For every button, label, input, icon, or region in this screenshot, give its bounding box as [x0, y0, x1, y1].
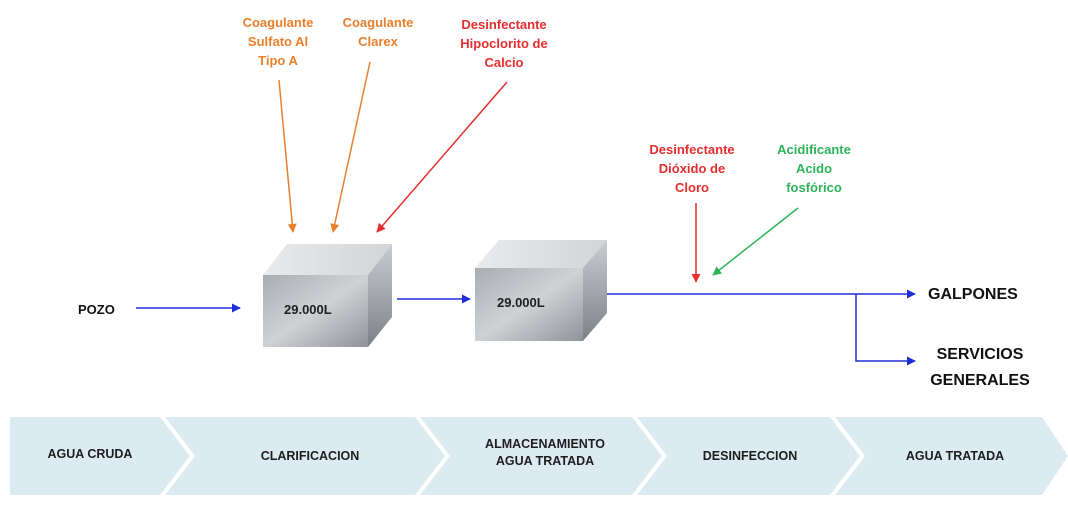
label-pozo: POZO: [78, 302, 115, 317]
stage-chevron-2: [165, 417, 445, 495]
stage-chevron-1: [10, 417, 190, 495]
stage-chevrons: [10, 417, 1068, 495]
flow-to-servicios: [855, 294, 916, 366]
stage-label-agua-cruda: AGUA CRUDA: [47, 447, 133, 461]
stage-chevron-3: [420, 417, 662, 495]
stage-chevron-5: [835, 417, 1068, 495]
label-desinfectante-dioxido: Desinfectante Dióxido de Cloro: [649, 142, 735, 195]
label-desinfectante-hipoclorito: Desinfectante Hipoclorito de Calcio: [460, 17, 548, 70]
tank-1-capacity: 29.000L: [284, 302, 332, 317]
label-coagulante-sulfato: Coagulante Sulfato Al Tipo A: [242, 15, 314, 68]
arrow-hipoclorito: [376, 81, 508, 233]
arrow-coag-clarex: [330, 61, 371, 233]
label-coagulante-clarex: Coagulante Clarex: [342, 15, 414, 49]
label-servicios-generales: SERVICIOS GENERALES: [930, 346, 1030, 389]
arrow-coag-sulfato: [278, 79, 297, 233]
tank-1-cube: [263, 244, 392, 347]
tank-2-cube: [475, 240, 607, 341]
tank-2-capacity: 29.000L: [497, 295, 545, 310]
arrow-acidificante: [712, 207, 799, 276]
stage-label-agua-tratada: AGUA TRATADA: [905, 449, 1005, 463]
stage-label-almacenamiento: ALMACENAMIENTO AGUA TRATADA: [485, 437, 605, 468]
stage-label-clarificacion: CLARIFICACION: [260, 449, 360, 463]
stage-label-desinfeccion: DESINFECCION: [702, 449, 798, 463]
stage-chevron-4: [637, 417, 860, 495]
label-galpones: GALPONES: [928, 286, 1018, 303]
label-acidificante: Acidificante Acido fosfórico: [777, 142, 851, 195]
